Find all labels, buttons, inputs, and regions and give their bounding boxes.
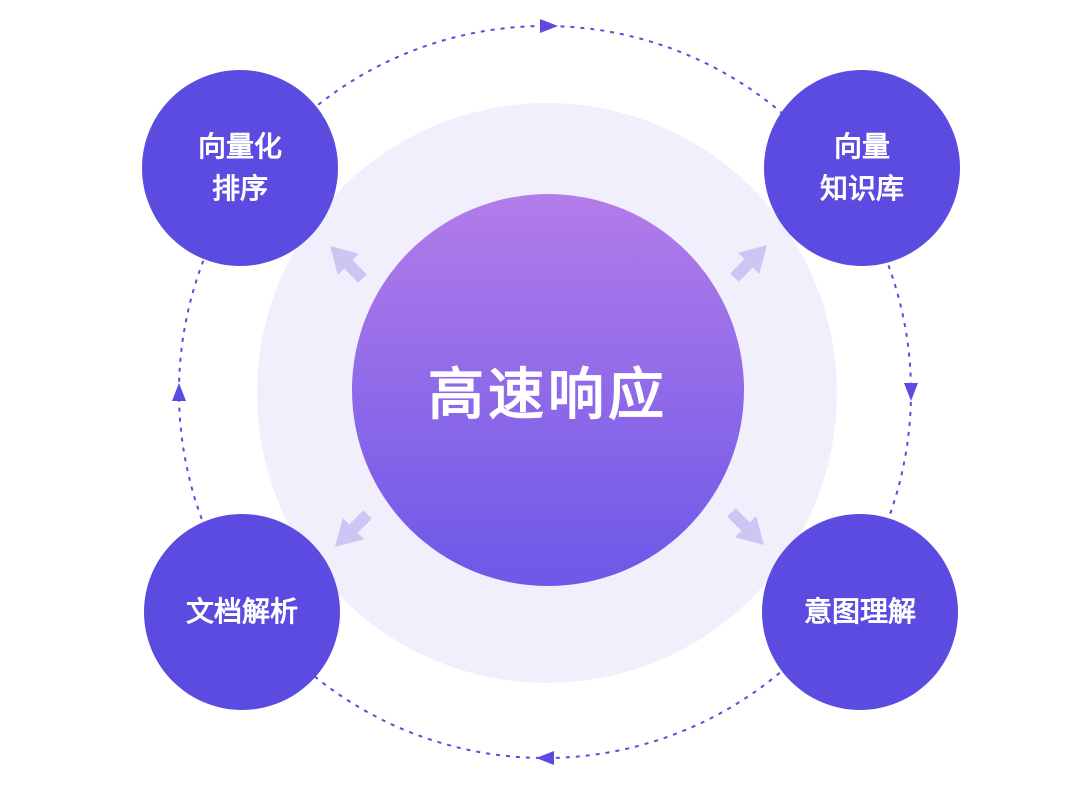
outward-arrow-top-right-icon [730,245,767,282]
node-label-line: 知识库 [819,173,904,204]
node-label-line: 排序 [211,173,268,204]
outward-arrow-bottom-right-icon [727,508,764,545]
node-document-parsing: 文档解析 [144,514,340,710]
center-node: 高速响应 [352,194,744,586]
orbit-arrowhead-top-icon [540,19,558,33]
node-label-line: 向量 [833,131,890,162]
orbit-arrowhead-right-icon [904,383,918,401]
center-label: 高速响应 [428,362,668,426]
outward-arrow-top-left-icon [330,246,367,283]
orbit-arrowhead-left-icon [172,383,186,401]
node-vectorize-sort: 向量化 排序 [142,70,338,266]
orbit-arrowhead-bottom-icon [536,751,554,765]
node-label-line: 向量化 [197,131,282,162]
node-label-line: 意图理解 [803,596,916,627]
node-vector-knowledge-base: 向量 知识库 [764,70,960,266]
node-intent-understanding: 意图理解 [762,514,958,710]
node-label-line: 文档解析 [185,596,298,627]
outward-arrow-bottom-left-icon [335,510,372,547]
